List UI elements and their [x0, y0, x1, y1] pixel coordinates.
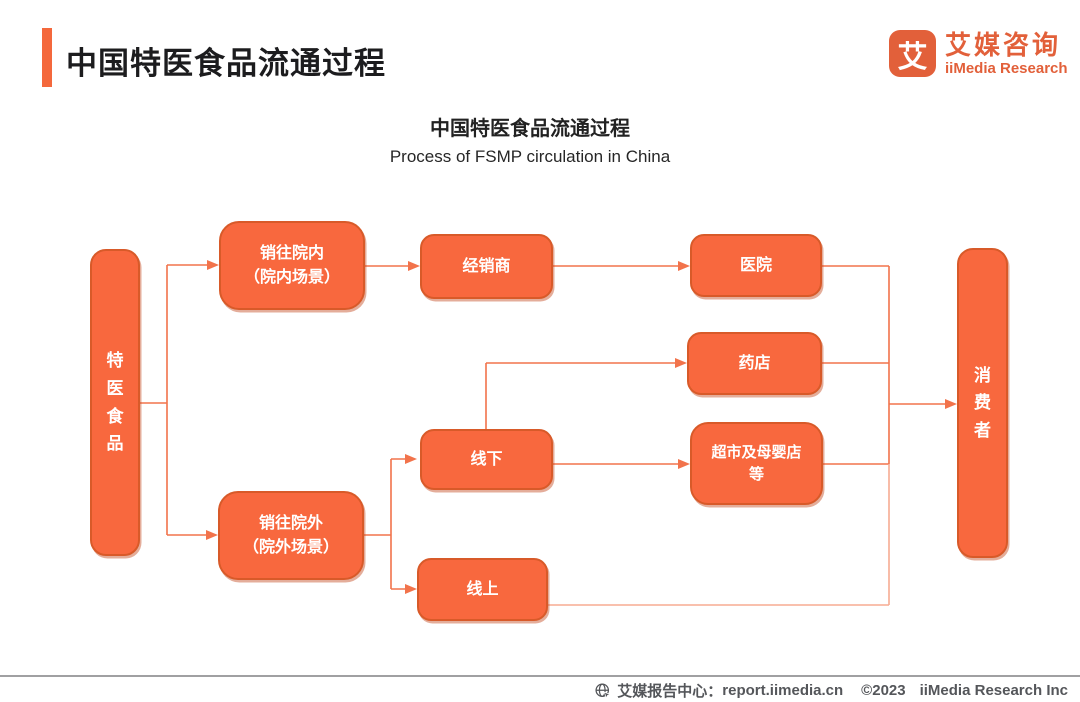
footer: 艾媒报告中心： report.iimedia.cn ©2023 iiMedia … [594, 680, 1068, 701]
footer-copyright: ©2023 [861, 682, 906, 699]
page-title: 中国特医食品流通过程 [66, 46, 386, 81]
footer-company: iiMedia Research Inc [919, 682, 1068, 699]
arrowhead [678, 261, 690, 271]
node-sell-out-line1: 销往院外 [258, 515, 323, 533]
footer-center-label: 艾媒报告中心： [617, 683, 723, 700]
title-accent-bar [42, 28, 52, 87]
globe-icon [594, 682, 612, 700]
chart-subtitle-en: Process of FSMP circulation in China [389, 147, 671, 166]
node-distributor: 经销商 [420, 234, 553, 299]
node-hospital: 医院 [690, 234, 822, 297]
arrowhead [405, 584, 417, 594]
arrowhead [678, 459, 690, 469]
arrowhead [675, 358, 687, 368]
node-supermarket: 超市及母婴店 等 [690, 422, 823, 505]
logo-name-cn: 艾媒咨询 [945, 30, 1062, 60]
node-offline-label: 线下 [470, 450, 503, 468]
arrowhead [207, 260, 219, 270]
node-source-label: 特医食品 [106, 351, 124, 454]
iimedia-logo: 艾 艾媒咨询 iiMedia Research [889, 30, 1068, 78]
node-online: 线上 [417, 558, 548, 621]
node-pharmacy: 药店 [687, 332, 822, 395]
logo-name-en: iiMedia Research [945, 60, 1068, 78]
node-pharmacy-label: 药店 [738, 354, 771, 372]
arrowhead [405, 454, 417, 464]
node-sell-in-line1: 销往院内 [259, 245, 324, 263]
node-distributor-label: 经销商 [462, 257, 511, 275]
node-sell-in-hospital: 销往院内 （院内场景） [219, 221, 365, 310]
node-offline: 线下 [420, 429, 553, 490]
node-hospital-label: 医院 [739, 256, 772, 274]
node-supermarket-line1: 超市及母婴店 [711, 443, 802, 461]
footer-divider [0, 675, 1080, 677]
chart-title-cn: 中国特医食品流通过程 [430, 118, 630, 140]
node-sell-in-line2: （院内场景） [243, 268, 340, 286]
node-sell-out-line2: （院外场景） [242, 538, 339, 556]
node-consumer-label: 消费者 [974, 365, 991, 440]
node-source: 特医食品 [90, 249, 140, 556]
iimedia-logo-icon: 艾 [889, 30, 936, 77]
arrowhead [408, 261, 420, 271]
footer-url: report.iimedia.cn [722, 682, 844, 699]
node-supermarket-line2: 等 [748, 465, 764, 483]
arrowhead [206, 530, 218, 540]
node-online-label: 线上 [466, 580, 499, 598]
node-sell-out-hospital: 销往院外 （院外场景） [218, 491, 364, 580]
node-consumer: 消费者 [957, 248, 1008, 558]
arrowhead [945, 399, 957, 409]
